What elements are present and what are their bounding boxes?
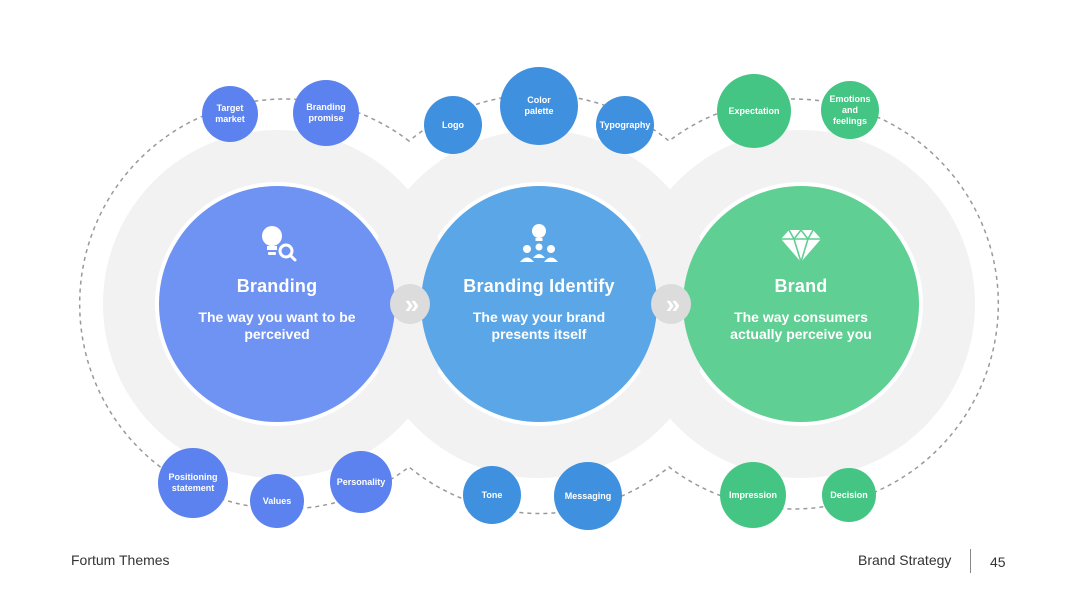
branding-title: Branding [236,276,318,296]
bubble-expectation: Expectation [717,74,791,148]
branding-identify-title: Branding Identify [463,276,615,296]
footer-right-text: Brand Strategy [858,552,952,568]
bubble-target-market: Target market [202,86,258,142]
arrow-2: » [651,284,691,324]
bubble-emotions-and-feelings: Emotions and feelings [821,81,879,139]
lightbulb-people-icon [520,224,558,262]
bubble-values: Values [250,474,304,528]
branding-identify-description: The way your brand presents itself [472,309,606,342]
bubble-color-palette: Color palette [500,67,578,145]
bubble-impression: Impression [720,462,786,528]
bubble-typography: Typography [596,96,654,154]
bubble-logo: Logo [424,96,482,154]
bubble-personality: Personality [330,451,392,513]
chevron-right-icon: » [404,288,420,319]
diamond-icon [781,228,821,265]
bubble-decision: Decision [822,468,876,522]
brand-circle: Brand The way consumers actually perceiv… [683,186,919,422]
bubble-positioning-statement: Positioning statement [158,448,228,518]
brand-description: The way consumers actually perceive you [730,309,872,342]
bubble-messaging: Messaging [554,462,622,530]
arrow-1: » [390,284,430,324]
page-number: 45 [990,554,1006,570]
branding-description: The way you want to be perceived [198,309,356,342]
footer-left-text: Fortum Themes [71,552,170,568]
branding-circle: Branding The way you want to be perceive… [159,186,395,422]
lightbulb-search-icon [262,226,297,262]
bubble-branding-promise: Branding promise [293,80,359,146]
brand-title: Brand [774,276,828,296]
chevron-right-icon: » [665,288,681,319]
branding-identify-circle: Branding Identify The way your brand pre… [421,186,657,422]
footer-divider [970,549,971,573]
bubble-tone: Tone [463,466,521,524]
